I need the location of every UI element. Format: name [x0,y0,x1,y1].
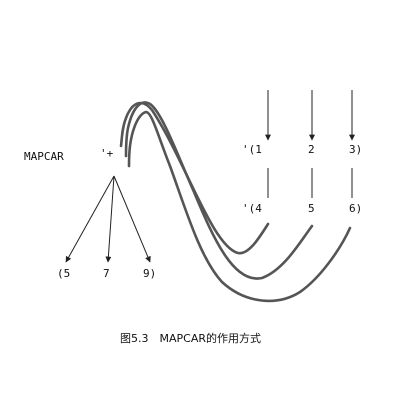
result-item-9: 9) [143,267,156,280]
list2-item-5: 5 [308,202,315,215]
figure-caption: 图5.3 MAPCAR的作用方式 [120,331,261,345]
list2-prefix: '(4 [242,202,262,215]
arrow-to-result-first [65,175,115,263]
curve-path-third [127,110,352,303]
result-item-7: 7 [103,267,110,280]
result-item-5: (5 [57,267,70,280]
list1-item-2: 2 [308,143,315,156]
list2-item-6: 6) [349,202,362,215]
curve-path-second [124,101,314,280]
list1-prefix: '(1 [242,143,262,156]
arrow-to-result-second [105,175,115,263]
operator-label: '+ [100,147,114,160]
function-name-label: MAPCAR [24,150,64,163]
arrow-to-result-third [113,175,151,263]
curve-path-first [119,101,270,255]
list1-item-3: 3) [349,143,362,156]
